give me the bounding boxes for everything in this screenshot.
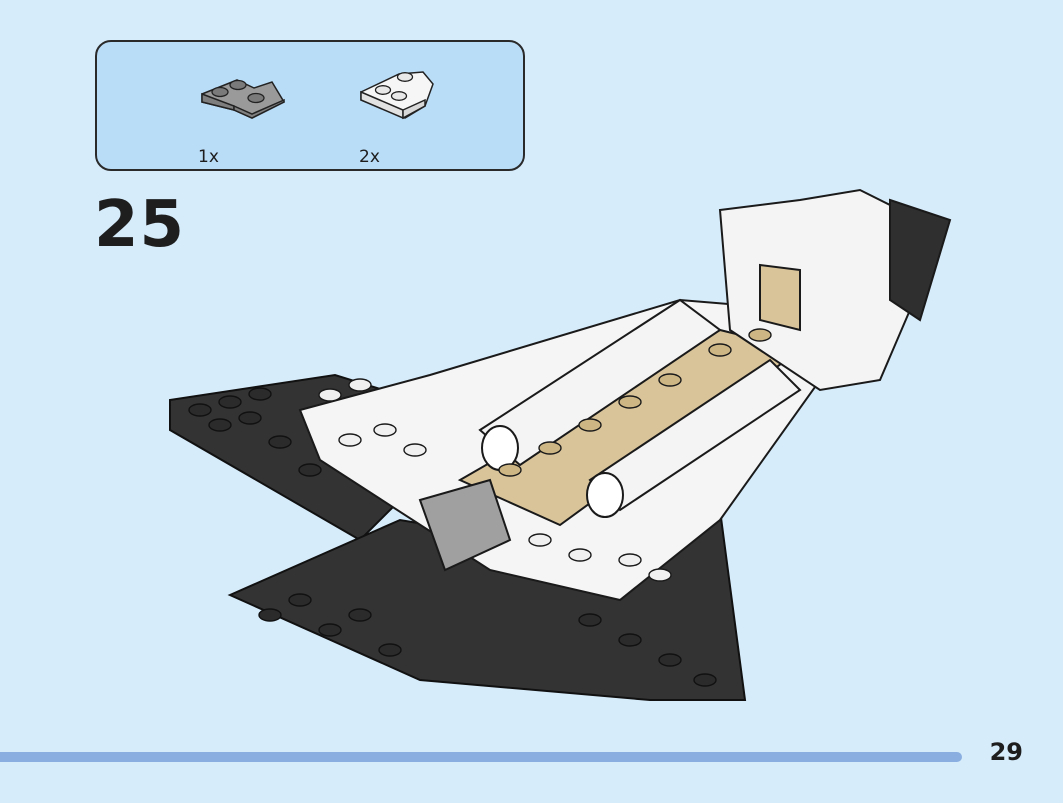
part-corner-plate: 1x (192, 62, 302, 167)
wing-studs (188, 387, 717, 687)
corner-plate-icon (201, 79, 286, 119)
left-engine-pod (478, 298, 722, 471)
right-engine-pod (586, 358, 802, 518)
parts-callout: 1x 2x (95, 40, 525, 171)
cockpit (718, 188, 952, 392)
tan-studs (498, 328, 772, 477)
footer-progress-bar (0, 752, 962, 762)
gray-plate (418, 478, 512, 572)
part-quantity: 1x (198, 147, 219, 167)
part-wedge-plate: 2x (355, 62, 465, 167)
part-quantity: 2x (359, 147, 380, 167)
space-shuttle-model-illustration (169, 188, 952, 701)
body-studs (318, 378, 672, 582)
page-number: 29 (989, 738, 1023, 766)
wedge-plate-icon (360, 71, 434, 120)
step-number: 25 (94, 188, 186, 262)
